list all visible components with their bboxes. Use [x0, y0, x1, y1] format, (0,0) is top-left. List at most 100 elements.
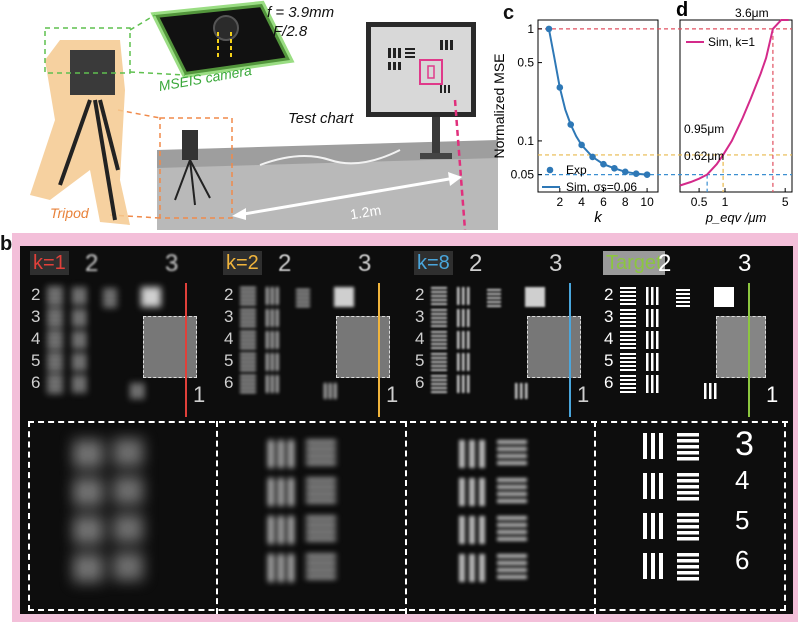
sim-curve-d — [679, 19, 789, 187]
profile-line — [185, 283, 187, 417]
y-tick-label: 0.05 — [511, 168, 535, 182]
element-digit: 4 — [415, 329, 425, 348]
tripod-label: Tripod — [50, 205, 89, 221]
group-number-2: 2 — [85, 250, 99, 277]
y-tick-label: 0.5 — [517, 56, 534, 70]
element-digit: 6 — [604, 373, 614, 392]
exp-point — [621, 168, 629, 176]
panel-divider — [594, 421, 596, 614]
panel-b-letter: b — [0, 233, 13, 255]
x-tick-label: 1 — [722, 195, 729, 209]
exp-point — [611, 164, 618, 172]
setup-photo — [30, 0, 498, 231]
condition-label: Target — [603, 251, 665, 275]
value-annotation: 3.6μm — [735, 6, 769, 20]
zoom-inset — [716, 316, 766, 378]
x-tick-label: 10 — [640, 195, 654, 209]
group-number-3: 3 — [738, 250, 752, 277]
exp-point — [589, 153, 596, 161]
panel-divider — [405, 421, 407, 614]
x-axis-label-d: p_eqv /μm — [705, 210, 767, 225]
zoom-digit: 5 — [735, 505, 750, 535]
element-digit-1: 1 — [193, 382, 206, 407]
exp-point — [556, 84, 564, 91]
zoom-inset — [527, 316, 581, 378]
condition-label: k=1 — [30, 251, 69, 275]
zoom-digit: 4 — [735, 465, 750, 495]
y-axis-label: Normalized MSE — [491, 53, 507, 158]
element-digit: 4 — [604, 329, 614, 348]
photo-background — [0, 0, 498, 231]
group-number-3: 3 — [165, 250, 179, 277]
group-number-3: 3 — [358, 250, 372, 277]
condition-label: k=8 — [414, 251, 453, 275]
element-digit: 3 — [224, 307, 234, 326]
exp-point — [632, 170, 640, 177]
zoom-inset — [336, 316, 390, 378]
x-tick-label: 0.5 — [691, 195, 708, 209]
x-tick-label: 6 — [600, 195, 607, 209]
resolution-bars — [47, 287, 161, 399]
element-digit: 6 — [224, 373, 234, 392]
zoom-blurred-bars — [268, 440, 336, 582]
group-number-2: 2 — [469, 250, 483, 277]
element-digit: 6 — [31, 373, 41, 392]
element-digit-1: 1 — [766, 382, 779, 407]
element-digit: 5 — [604, 351, 614, 370]
panel-divider — [216, 421, 218, 614]
sim-curve-c — [547, 28, 648, 176]
exp-point — [567, 121, 575, 128]
element-digit: 5 — [224, 351, 234, 370]
element-digit: 6 — [415, 373, 425, 392]
element-digit: 4 — [31, 329, 41, 348]
group-number-2: 2 — [658, 250, 672, 277]
legend-exp-marker — [546, 166, 554, 174]
f-number-label: F/2.8 — [273, 23, 308, 40]
element-digit: 5 — [415, 351, 425, 370]
element-digit: 3 — [415, 307, 425, 326]
value-annotation: 0.95μm — [684, 122, 724, 136]
panel-c-letter: c — [503, 2, 515, 24]
exp-point — [578, 141, 585, 149]
exp-point — [545, 25, 553, 33]
legend-sim-label: Sim, σs=0.06 — [566, 180, 637, 194]
y-tick-label: 0.1 — [517, 134, 534, 148]
value-annotation: 0.62μm — [684, 149, 724, 163]
legend-sim-d-label: Sim, k=1 — [708, 35, 755, 49]
zoom-inset — [143, 316, 197, 378]
element-digit-1: 1 — [386, 382, 399, 407]
element-digit-1: 1 — [577, 382, 590, 407]
zoom-blurred-bars — [459, 440, 527, 582]
zoom-digit: 6 — [735, 545, 750, 575]
focal-length-label: f = 3.9mm — [267, 4, 335, 21]
exp-point — [600, 160, 607, 168]
chart-d-frame — [679, 19, 793, 193]
y-tick-label: 1 — [527, 22, 534, 36]
test-chart-label: Test chart — [288, 110, 354, 127]
element-digit: 3 — [604, 307, 614, 326]
resolution-bars — [431, 287, 545, 399]
element-digit: 2 — [604, 285, 614, 304]
zoom-blurred-bars — [75, 440, 143, 582]
group-number-3: 3 — [549, 250, 563, 277]
element-digit: 2 — [31, 285, 41, 304]
resolution-bars — [620, 287, 734, 399]
legend-exp-label: Exp — [566, 163, 587, 177]
element-digit: 3 — [31, 307, 41, 326]
x-axis-label-c: k — [594, 209, 603, 226]
profile-line — [748, 283, 750, 417]
zoom-frame — [28, 421, 786, 611]
condition-label: k=2 — [223, 251, 262, 275]
x-tick-label: 4 — [578, 195, 585, 209]
profile-line — [569, 283, 571, 417]
x-tick-label: 8 — [622, 195, 629, 209]
element-digit: 2 — [224, 285, 234, 304]
group-number-2: 2 — [278, 250, 292, 277]
x-tick-label: 2 — [556, 195, 563, 209]
element-digit: 5 — [31, 351, 41, 370]
chart-c-frame — [537, 19, 659, 193]
resolution-bars — [240, 287, 354, 399]
profile-line — [378, 283, 380, 417]
zoom-digit: 3 — [735, 425, 754, 463]
